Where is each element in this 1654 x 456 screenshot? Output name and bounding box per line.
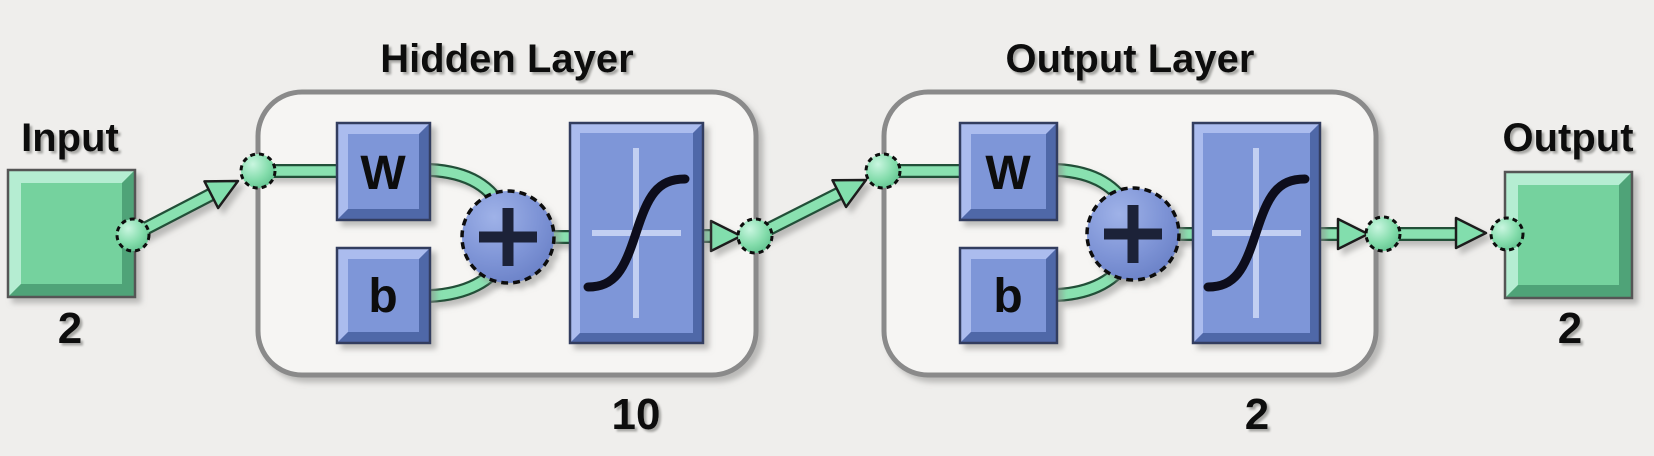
- output-layer-size-label: 2: [1245, 390, 1269, 439]
- bevel-highlight: [1505, 172, 1632, 298]
- hidden-bias-block: b: [335, 246, 432, 345]
- output-bias-block: b: [958, 246, 1059, 345]
- hidden-layer-size-label: 10: [612, 390, 661, 439]
- hidden-transfer-block: [568, 121, 705, 345]
- arrowhead-icon: [831, 178, 868, 209]
- output-sum-junction: [1085, 186, 1181, 282]
- node-hidden-out: [736, 217, 774, 255]
- node-output-out: [1364, 215, 1402, 253]
- hidden-sum-junction: [460, 189, 556, 285]
- node-hidden-in: [239, 152, 277, 190]
- output-size-label: 2: [1558, 304, 1582, 353]
- connector-output-exit: [1320, 217, 1370, 251]
- output-block: [1503, 170, 1634, 300]
- hidden-weight-label: W: [360, 147, 406, 200]
- hidden-layer-title: Hidden Layer: [380, 37, 633, 81]
- input-block: [6, 168, 137, 299]
- node-final: [1489, 216, 1525, 252]
- output-weight-block: W: [958, 121, 1059, 222]
- output-bias-label: b: [993, 270, 1022, 323]
- labels: Input 2 Hidden Layer 10 Output Layer 2 O…: [21, 37, 1633, 439]
- hidden-weight-block: W: [335, 121, 432, 222]
- arrowhead-icon: [709, 219, 743, 253]
- plus-icon: [479, 208, 537, 266]
- node-output-in: [864, 152, 902, 190]
- sigmoid-curve-icon: [583, 174, 690, 292]
- output-layer-title: Output Layer: [1006, 37, 1255, 81]
- hidden-bias-label: b: [368, 270, 397, 323]
- output-weight-label: W: [985, 147, 1031, 200]
- sigmoid-curve-icon: [1203, 174, 1310, 292]
- output-label: Output: [1502, 116, 1633, 160]
- arrowhead-icon: [203, 179, 240, 210]
- plus-icon: [1104, 205, 1162, 263]
- arrowhead-icon: [1336, 217, 1370, 251]
- connection-nodes: [115, 152, 1525, 255]
- bevel-shadow: [1505, 172, 1632, 298]
- output-transfer-block: [1191, 121, 1322, 345]
- input-size-label: 2: [58, 304, 82, 353]
- bevel-shadow: [8, 170, 135, 297]
- connector-hidden-exit: [703, 219, 743, 253]
- input-label: Input: [21, 116, 119, 160]
- arrowhead-icon: [1454, 216, 1488, 250]
- node-input: [115, 217, 151, 253]
